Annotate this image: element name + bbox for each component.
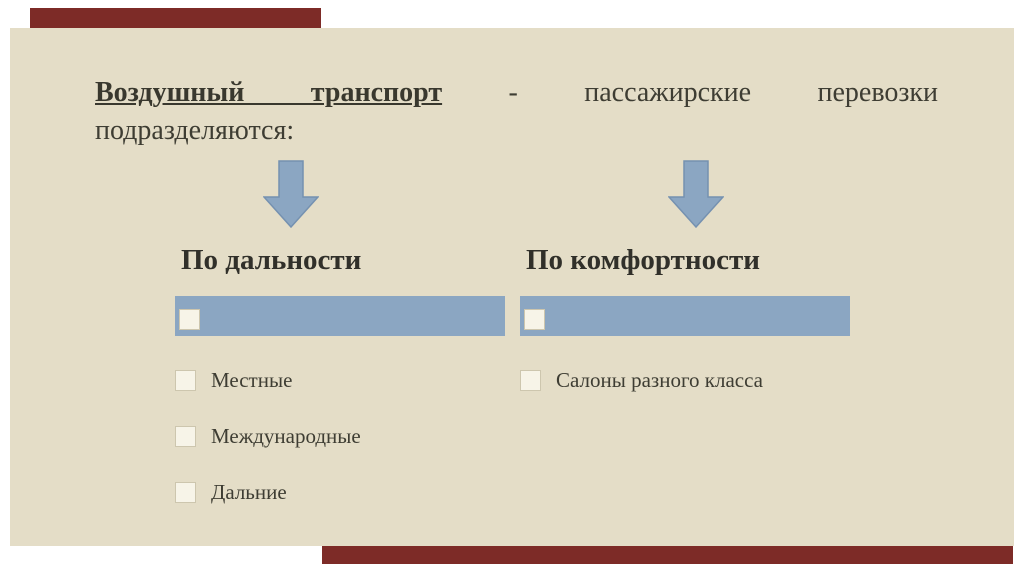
distance-list: Местные Международные Дальние (175, 367, 361, 537)
title-dash: - (508, 77, 518, 108)
column-heading-comfort: По комфортности (526, 244, 760, 276)
title-line-1: Воздушный транспорт - пассажирские перев… (95, 74, 938, 112)
title-line-2: подразделяются: (95, 115, 295, 147)
list-item: Дальние (175, 479, 361, 504)
square-bullet (175, 425, 196, 447)
list-item: Местные (175, 367, 361, 392)
list-item-label: Местные (211, 367, 293, 392)
list-item-label: Салоны разного класса (556, 367, 764, 392)
list-item: Салоны разного класса (520, 367, 764, 392)
title-rest: пассажирские перевозки (584, 77, 939, 108)
bottom-accent-bar (322, 546, 1013, 564)
comfort-list: Салоны разного класса (520, 367, 764, 425)
bar-square (524, 309, 545, 330)
bar-square (179, 309, 200, 330)
column-heading-distance: По дальности (181, 244, 362, 276)
list-item: Международные (175, 423, 361, 448)
square-bullet (520, 369, 541, 391)
title-term: Воздушный транспорт (95, 77, 443, 108)
slide-title: Воздушный транспорт - пассажирские перев… (95, 74, 938, 150)
down-arrow-icon (668, 160, 724, 228)
distance-header-bar (175, 296, 505, 336)
square-bullet (175, 481, 196, 503)
down-arrow-icon (263, 160, 319, 228)
square-bullet (175, 369, 196, 391)
slide-body: Воздушный транспорт - пассажирские перев… (10, 28, 1014, 546)
comfort-header-bar (520, 296, 850, 336)
list-item-label: Дальние (211, 479, 287, 504)
list-item-label: Международные (211, 423, 361, 448)
top-accent-bar (30, 8, 321, 28)
